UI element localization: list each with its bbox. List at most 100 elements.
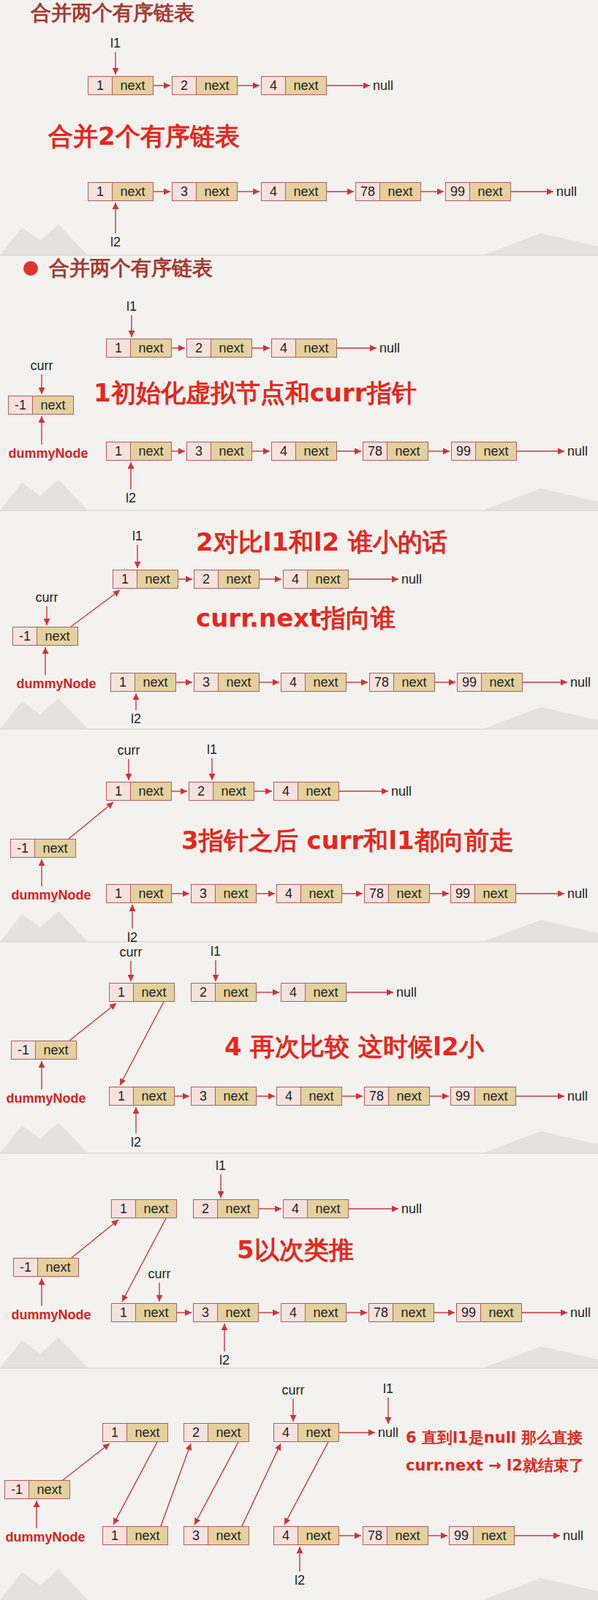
list-node: -1next — [10, 838, 77, 858]
wave-watermark — [482, 233, 598, 256]
step-note: 2对比l1和l2 谁小的话 — [195, 527, 448, 557]
dummy-label: dummyNode — [10, 1306, 91, 1323]
next-field: next — [386, 1526, 428, 1544]
pointer-arrow — [44, 646, 46, 675]
title-bullet — [23, 260, 39, 276]
node-value: 2 — [193, 1199, 218, 1218]
node-value: 3 — [193, 1303, 218, 1322]
next-link — [119, 1001, 164, 1085]
list-node: 99next — [456, 1302, 522, 1322]
list-node: 2next — [171, 76, 238, 96]
node-value: 1 — [106, 442, 131, 460]
panel-divider — [0, 255, 598, 1368]
list-node: 1next — [106, 338, 172, 358]
mountain-watermark — [0, 224, 598, 1600]
list-node: 78next — [368, 1302, 435, 1322]
null-label: null — [391, 782, 412, 800]
panel-divider — [0, 255, 598, 256]
next-link — [326, 190, 354, 192]
null-arrow — [348, 1207, 399, 1209]
node-value: 2 — [189, 782, 213, 800]
node-value: 1 — [88, 76, 112, 95]
mountain-watermark — [0, 479, 88, 511]
node-value: 4 — [261, 182, 286, 201]
node-value: 78 — [364, 1087, 389, 1105]
next-field: next — [393, 673, 435, 691]
node-value: 99 — [457, 673, 482, 691]
list-node: 3next — [171, 182, 238, 202]
next-link — [171, 790, 188, 791]
list-node: -1next — [4, 1479, 71, 1499]
list-node: 99next — [450, 883, 517, 903]
node-value: 99 — [445, 182, 470, 201]
next-field: next — [207, 1526, 249, 1544]
next-link — [429, 892, 449, 894]
next-link — [428, 450, 450, 452]
pointer-arrow — [46, 606, 47, 626]
node-value: 99 — [451, 1087, 475, 1105]
null-arrow — [326, 84, 370, 86]
wave-watermark — [482, 488, 598, 511]
pointer-label: l1 — [210, 943, 221, 960]
next-field: next — [481, 673, 522, 691]
next-field: next — [469, 182, 511, 201]
list-node: 3next — [183, 1525, 250, 1545]
list-node: 2next — [186, 338, 253, 358]
list-node: 2next — [192, 1198, 259, 1218]
list-node: 2next — [188, 781, 255, 801]
null-arrow — [339, 1431, 376, 1433]
next-field: next — [480, 1303, 522, 1322]
pointer-label: l2 — [125, 489, 136, 506]
next-field: next — [475, 442, 517, 460]
next-field: next — [111, 182, 153, 201]
null-arrow — [511, 190, 554, 192]
list-node: -1next — [13, 1257, 79, 1277]
next-field: next — [135, 1199, 177, 1218]
next-link — [421, 190, 444, 192]
list-node: 4next — [280, 982, 347, 1002]
node-value: 3 — [191, 1087, 215, 1105]
null-arrow — [516, 450, 565, 452]
node-value: 3 — [172, 182, 196, 201]
pointer-label: l2 — [130, 1133, 142, 1150]
next-link — [176, 681, 193, 683]
list-node: 4next — [276, 1086, 343, 1106]
next-field: next — [130, 442, 172, 460]
next-field: next — [285, 182, 327, 201]
list-node: 78next — [355, 182, 422, 202]
next-link — [113, 1441, 158, 1525]
wave-watermark — [482, 1577, 598, 1600]
wave-watermark — [482, 706, 598, 729]
pointer-arrow — [130, 315, 132, 338]
next-link — [178, 578, 193, 579]
mountain-watermark — [0, 1122, 88, 1153]
next-link — [153, 84, 171, 86]
list-node: 99next — [450, 1086, 517, 1106]
next-field: next — [130, 884, 172, 903]
panel-title: 合并两个有序链表 — [30, 0, 195, 26]
next-field: next — [210, 339, 252, 357]
next-link — [70, 589, 120, 627]
next-field: next — [472, 1526, 514, 1544]
next-link — [68, 801, 114, 839]
next-link — [256, 1095, 275, 1096]
next-field: next — [34, 839, 76, 857]
pointer-arrow — [299, 1546, 300, 1572]
step-note: 6 直到l1是null 那么直接 curr.next → l2就结束了 — [405, 1423, 595, 1479]
dummy-label: dummyNode — [5, 1528, 85, 1545]
list-node: 1next — [106, 441, 172, 461]
list-node: 4next — [280, 1302, 347, 1322]
pointer-arrow — [35, 1500, 37, 1528]
node-value: 4 — [274, 782, 298, 800]
node-value: 1 — [106, 884, 131, 903]
null-label: null — [401, 1200, 422, 1217]
pointer-label: l2 — [219, 1351, 230, 1368]
next-field: next — [388, 884, 430, 903]
node-value: 99 — [456, 1303, 481, 1322]
list-node: 4next — [282, 1198, 349, 1218]
panel-title: 合并两个有序链表 — [48, 255, 213, 281]
pointer-arrow — [158, 1282, 160, 1302]
null-label: null — [401, 570, 422, 588]
node-value: 78 — [364, 884, 389, 903]
next-field: next — [195, 182, 237, 201]
